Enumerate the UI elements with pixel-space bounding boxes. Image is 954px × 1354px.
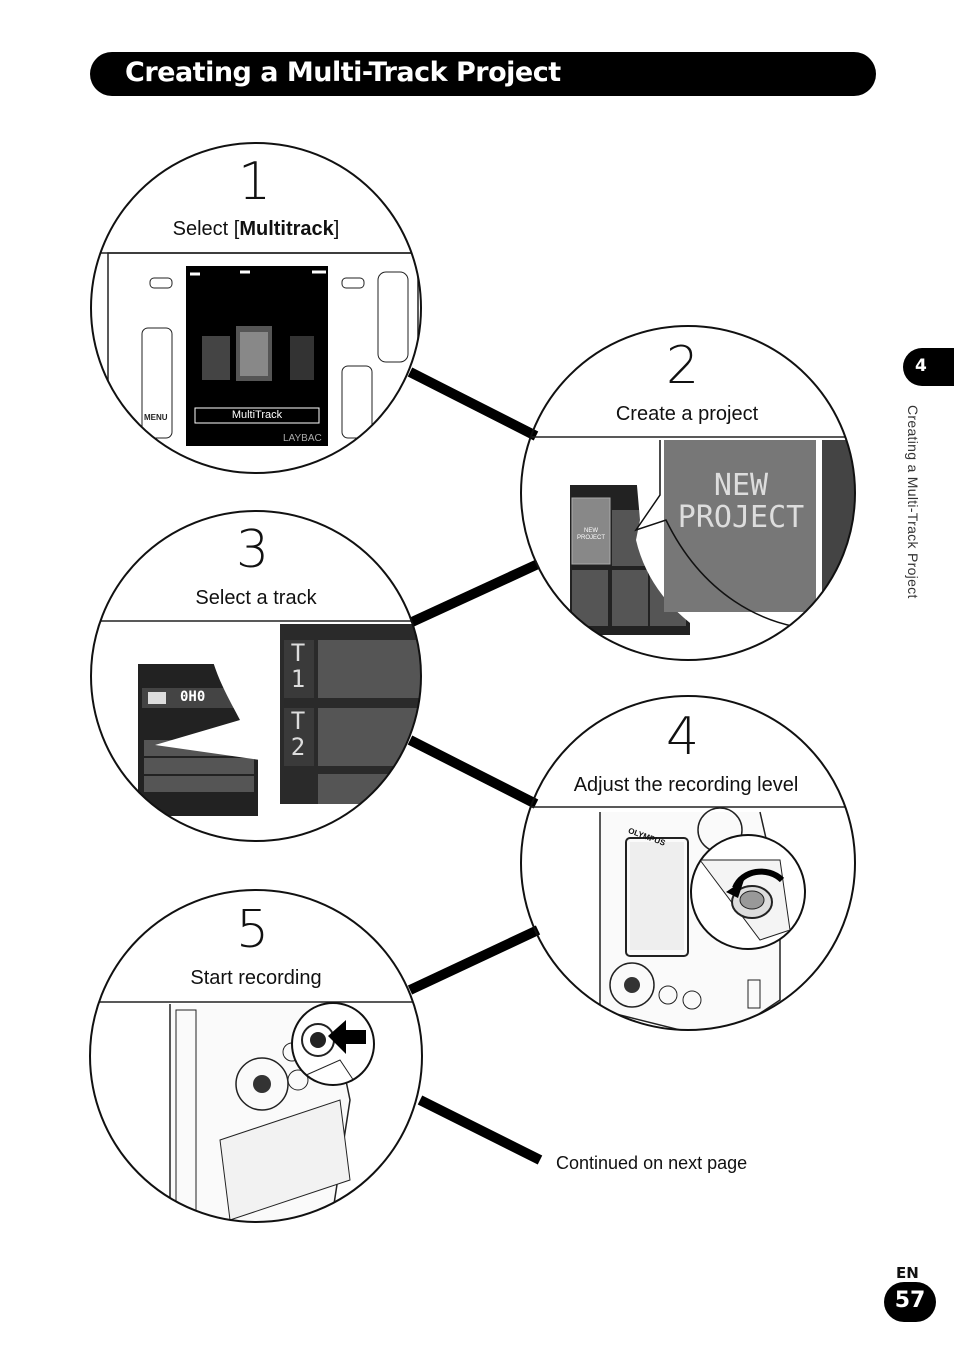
page-number-badge: 57 (884, 1282, 936, 1322)
step-5-caption: Start recording (190, 967, 322, 989)
step2-circle (520, 325, 856, 661)
step-1-caption-bold: Multitrack (239, 218, 334, 240)
section-title-bar: Creating a Multi-Track Project (90, 52, 876, 96)
step5-zoom (291, 1002, 375, 1086)
step1-device-art (96, 252, 420, 473)
time-counter: 0H0 (180, 689, 206, 705)
chapter-tab: 4 (903, 348, 954, 386)
new-project-zoom-line1: NEW (713, 468, 769, 503)
new-project-small-label: NEW PROJECT (572, 528, 610, 542)
step4-device-art (521, 806, 855, 1030)
step-2-caption: Create a project (615, 403, 759, 425)
track-1-letter: T (290, 639, 306, 667)
step5-circle (89, 889, 423, 1223)
multitrack-menu-label: MultiTrack (231, 409, 283, 421)
new-project-zoom-label: NEW PROJECT (666, 470, 816, 534)
connector-lines (407, 367, 543, 1165)
step-3-number: 3 (236, 520, 270, 580)
step-1-caption-post: ] (333, 218, 340, 240)
track-1-label: T 1 (288, 640, 308, 692)
chapter-number: 4 (915, 356, 927, 376)
step3-circle (90, 510, 422, 842)
new-project-zoom-line2: PROJECT (677, 500, 805, 535)
step-3-caption: Select a track (195, 587, 317, 609)
track-2-label: T 2 (288, 708, 308, 760)
step4-circle (520, 695, 856, 1031)
step-4-number: 4 (666, 707, 700, 767)
step4-zoom (690, 834, 806, 950)
continued-note: Continued on next page (556, 1153, 748, 1173)
page-number: 57 (894, 1288, 926, 1313)
step3-screen-art (96, 620, 421, 816)
step-2-number: 2 (666, 336, 700, 396)
step1-circle (90, 142, 422, 474)
step-1-caption-pre: Select [ (172, 218, 240, 240)
track-2-letter: T (290, 707, 306, 735)
step-1-number: 1 (238, 152, 272, 212)
new-project-small-line1: NEW (584, 528, 598, 534)
menu-button-label: MENU (144, 413, 168, 422)
page-title: Creating a Multi-Track Project (125, 57, 561, 88)
chapter-side-title: Creating a Multi-Track Project (905, 405, 921, 599)
new-project-small-line2: PROJECT (576, 535, 605, 541)
step-5-number: 5 (236, 900, 270, 960)
track-1-number: 1 (290, 665, 306, 693)
language-label: EN (896, 1264, 919, 1282)
track-2-number: 2 (290, 733, 306, 761)
screen-corner-text: LAYBAC (283, 433, 322, 444)
step-4-caption: Adjust the recording level (573, 774, 799, 796)
step-1-caption: Select [Multitrack] (106, 218, 406, 241)
